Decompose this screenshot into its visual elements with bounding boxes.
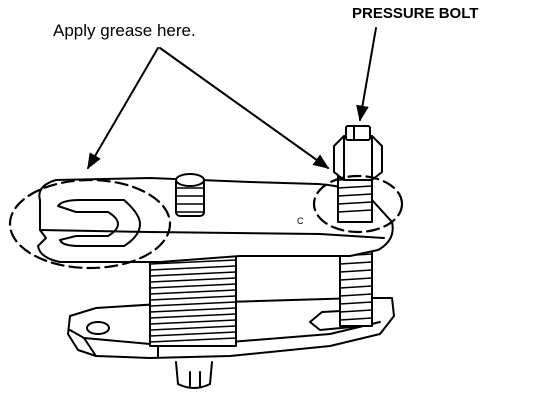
grease-points xyxy=(8,174,404,270)
pressure-bolt xyxy=(333,125,383,223)
grease-leader-arrows xyxy=(87,47,330,170)
part-mark: C xyxy=(297,216,304,226)
pressure-bolt-label: PRESSURE BOLT xyxy=(352,5,479,22)
top-stud xyxy=(175,173,205,217)
grease-point-fork xyxy=(8,178,172,270)
base-hole xyxy=(86,321,110,335)
grease-point-bolt xyxy=(312,174,404,234)
pressure-bolt-leader-arrow xyxy=(356,27,377,122)
center-spindle xyxy=(149,255,237,347)
apply-grease-label: Apply grease here. xyxy=(53,21,196,40)
upper-arm: C xyxy=(37,177,394,263)
